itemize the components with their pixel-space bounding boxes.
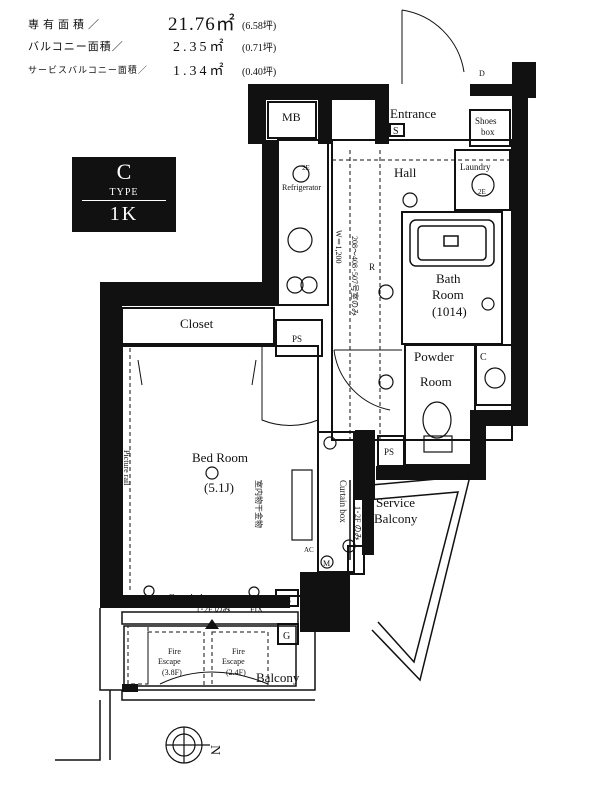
door-swings: [137, 9, 465, 685]
exclusive-area-value: 21.76㎡: [168, 14, 236, 35]
closet-label: Closet: [180, 316, 214, 331]
ref-pan-label: 2E: [302, 164, 310, 172]
ac-label: AC: [304, 546, 314, 554]
kitchen-counter: [277, 139, 329, 306]
ps-bottom-label: PS: [282, 596, 291, 605]
shoes-box-label-2: box: [481, 127, 495, 137]
balcony-label: Balcony: [256, 670, 300, 685]
meter-circle: [320, 555, 334, 569]
service-balcony-label-2: Balcony: [374, 511, 418, 526]
refrigerator-label: Refrigerator: [282, 183, 321, 192]
service-balcony-area-value: 1.34㎡: [173, 64, 227, 79]
laundry-pan-label: 2E: [478, 188, 486, 196]
powder-room-label-2: Room: [420, 374, 452, 389]
shoes-box: [469, 109, 511, 147]
type-layout: 1K: [109, 203, 139, 225]
kitchen-sink: [287, 227, 313, 253]
curtain-note-label: 1･2F のみ: [353, 506, 362, 540]
shoes-box-label-1: Shoes: [475, 116, 497, 126]
type-badge: C TYPE 1K: [72, 157, 176, 232]
bottom-note-label: 1･2F のみ: [196, 605, 230, 614]
fire-escape-hatches: [127, 150, 512, 687]
powder-room-label-1: Powder: [414, 349, 454, 364]
picture-rail-label: Picture rail: [122, 450, 131, 486]
g-box-label: G: [283, 631, 290, 642]
bedroom-light: [205, 466, 219, 480]
kitchen-note-label: 208～408･507号室のみ: [350, 236, 360, 316]
fire-escape-a-label-2: Escape: [158, 657, 181, 666]
service-balcony-area-tsubo: (0.40坪): [242, 67, 277, 78]
exclusive-area-label: 専有面積／: [28, 19, 103, 31]
ps-bath-label: PS: [384, 447, 394, 457]
type-letter: C: [116, 159, 132, 184]
compass: [165, 726, 210, 764]
fix-label: FIX: [250, 605, 263, 614]
fixtures: [143, 165, 506, 598]
fire-escape-b-label-2: Escape: [222, 657, 245, 666]
bedroom-label-2: (5.1J): [204, 480, 234, 495]
fire-escape-b-label-1: Fire: [232, 647, 245, 656]
bath-room-label-3: (1014): [432, 304, 467, 319]
fire-escape-b: [211, 631, 269, 687]
balcony-area-label: バルコニー面積／: [28, 41, 124, 53]
balcony-outline: [55, 475, 471, 761]
balcony-area-tsubo: (0.71坪): [242, 43, 277, 54]
room-labels: MB Entrance S Shoes box Hall Laundry 2E …: [122, 69, 497, 755]
bath-room-label-1: Bath: [436, 271, 461, 286]
hall-label: Hall: [394, 165, 417, 180]
curtain-box-side-label: Curtain box: [338, 480, 348, 523]
inner-walls: [121, 101, 513, 645]
outer-walls: [100, 62, 536, 632]
ps-closet-box: [275, 319, 323, 357]
door-d-label: D: [479, 69, 485, 78]
bath-room-label-2: Room: [432, 287, 464, 302]
bedroom-area: [121, 345, 319, 597]
kitchen-r-label: R: [369, 262, 375, 272]
powder-c-label: C: [480, 352, 487, 363]
bathtub: [409, 219, 495, 267]
closet-area: [121, 307, 275, 345]
laundry-space: [454, 149, 511, 211]
bedroom-note-label: 室内物干金物: [254, 480, 264, 528]
fire-escape-a-label-3: (3.8F): [162, 668, 182, 677]
laundry-label: Laundry: [460, 162, 491, 172]
type-divider: [82, 200, 166, 201]
fire-escape-a-label-1: Fire: [168, 647, 181, 656]
ps-closet-label: PS: [292, 334, 302, 344]
exclusive-area-tsubo: (6.58坪): [242, 21, 277, 32]
entry-arrow-icon: [205, 619, 219, 629]
service-balcony-label-1: Service: [376, 495, 415, 510]
ps-bath-box: [377, 435, 405, 467]
meter-m-label: M: [323, 559, 330, 568]
ps-bottom-box: [275, 589, 299, 607]
entrance-label: Entrance: [390, 106, 436, 121]
toilet: [422, 401, 452, 439]
bedroom-label-1: Bed Room: [192, 450, 248, 465]
kitchen-width-label: W＝1,200: [334, 230, 343, 264]
type-word: TYPE: [109, 187, 139, 198]
entrance-s-label: S: [393, 126, 399, 137]
service-balcony-area-label: サービスバルコニー面積／: [28, 65, 148, 75]
curtain-box-bottom-label: Curtain box: [168, 593, 216, 604]
fire-escape-b-label-3: (2.4F): [226, 668, 246, 677]
balcony-area-value: 2.35㎡: [173, 40, 227, 55]
mb-label: MB: [282, 110, 301, 124]
compass-n-label: N: [207, 745, 222, 755]
